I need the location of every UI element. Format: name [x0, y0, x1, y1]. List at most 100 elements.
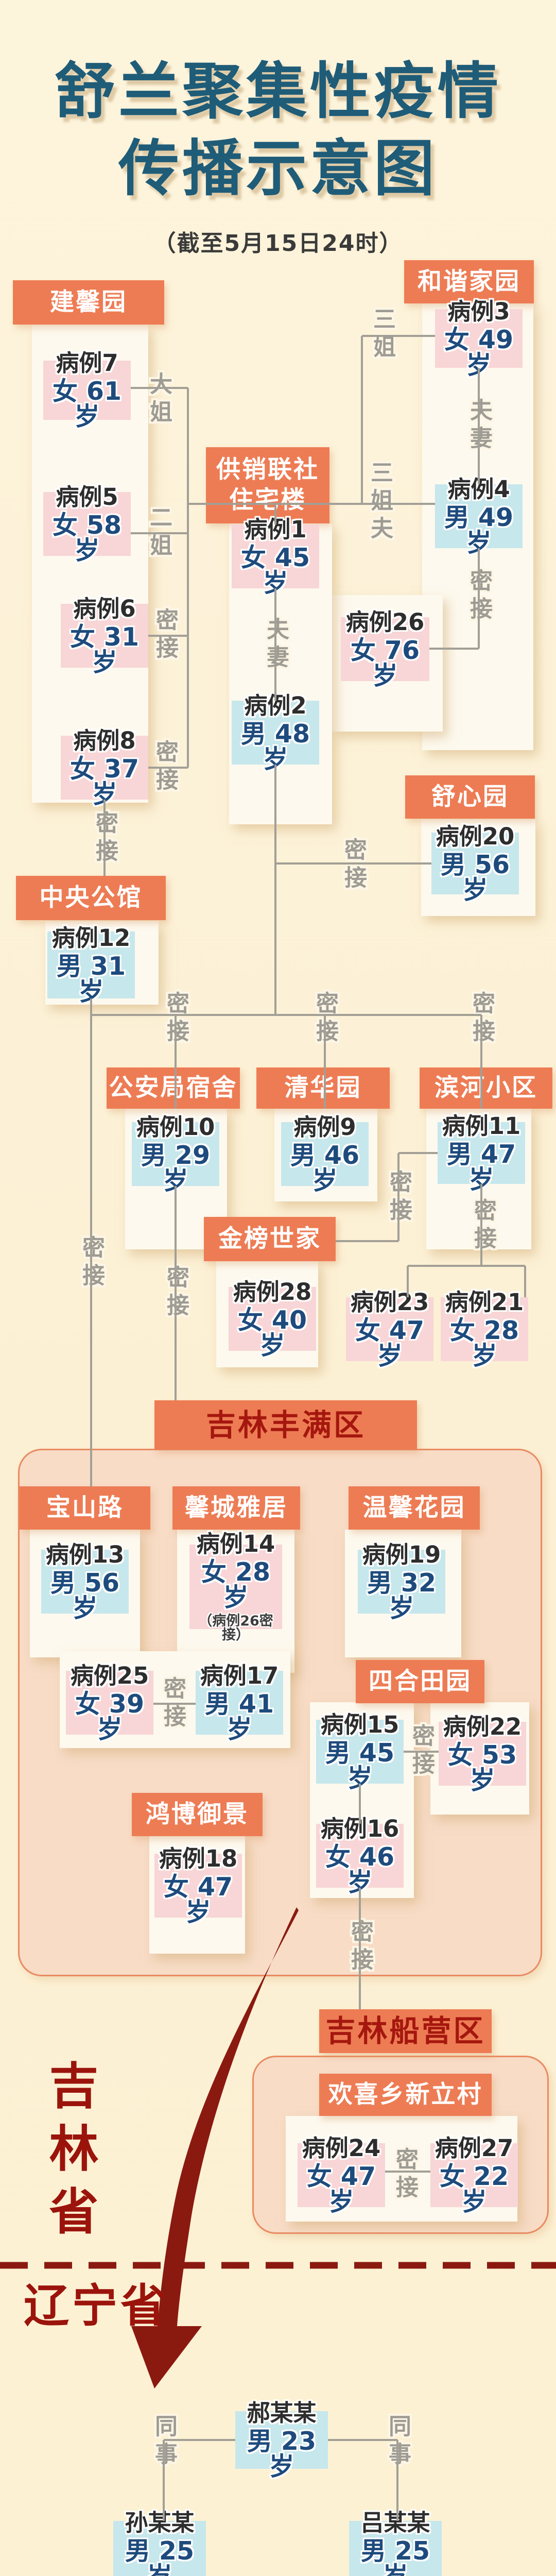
case-label: 病例24 [302, 2134, 381, 2162]
case-label: 郝某某 [247, 2399, 317, 2427]
location-header-baoshanlu: 宝山路 [20, 1486, 150, 1530]
location-header-gongxiao: 供销联社住宅楼 [206, 447, 329, 523]
location-header-text: 馨城雅居 [185, 1493, 288, 1522]
case-info: 女 22岁 [439, 2161, 509, 2216]
relation-label-mijie: 密接 [392, 2147, 418, 2203]
location-header-fengman: 吉林丰满区 [154, 1400, 417, 1450]
case-label: 病例21 [445, 1288, 524, 1316]
location-header-text: 宝山路 [46, 1493, 124, 1522]
case-label: 病例17 [200, 1662, 279, 1689]
relation-label-mijie: 密接 [340, 838, 367, 893]
province-label-liaoning: 辽宁省 [24, 2279, 169, 2332]
location-header-qinghuayuan: 清华园 [256, 1067, 390, 1109]
case-label: 病例11 [442, 1112, 521, 1140]
case-label: 病例25 [70, 1662, 149, 1689]
case-info: 女 28岁 [201, 1557, 271, 1612]
case-label: 病例28 [233, 1278, 312, 1306]
case-info: 男 25岁 [360, 2536, 430, 2576]
case-node-sun: 孙某某男 25岁 [113, 2511, 206, 2576]
connector-lines [90, 335, 526, 2521]
case-label: 吕某某 [360, 2509, 430, 2536]
page-title-line1: 舒兰聚集性疫情 [54, 56, 501, 127]
case-info: 女 40岁 [237, 1305, 307, 1360]
location-header-text: 金榜世家 [218, 1224, 321, 1253]
case-label: 病例22 [443, 1713, 522, 1740]
case-label: 病例8 [73, 726, 136, 754]
case-label: 病例3 [447, 297, 510, 325]
page-title-line2: 传播示意图 [118, 133, 438, 204]
case-info: 女 31岁 [70, 622, 140, 677]
case-label: 病例7 [56, 349, 118, 377]
relation-label-dajie: 大姐 [146, 372, 172, 428]
location-header-text: 鸿博御景 [146, 1800, 249, 1828]
case-label: 病例23 [350, 1288, 429, 1316]
location-header-text: 和谐家园 [418, 267, 520, 296]
case-label: 病例14 [196, 1530, 275, 1557]
case-info: 男 32岁 [367, 1568, 437, 1623]
case-info: 女 49岁 [444, 325, 514, 380]
case-info: 女 61岁 [52, 377, 122, 431]
location-header-text: 四合田园 [369, 1667, 472, 1696]
location-header-hexiejiayuan: 和谐家园 [404, 260, 534, 303]
location-header-text: 吉林船营区 [325, 2013, 485, 2049]
transmission-arrow [131, 1907, 299, 2388]
location-header-text: 住宅楼 [229, 486, 306, 514]
case-label: 病例15 [320, 1710, 399, 1738]
case-info: 女 46岁 [325, 1842, 395, 1897]
case-info: 女 47岁 [306, 2161, 376, 2216]
case-info: 男 31岁 [56, 951, 126, 1006]
location-header-hongbo: 鸿博御景 [132, 1793, 263, 1836]
case-label: 病例19 [362, 1540, 441, 1568]
location-header-zhongyang: 中央公馆 [16, 876, 166, 920]
case-info: 男 25岁 [125, 2536, 195, 2576]
location-header-jinbang: 金榜世家 [204, 1217, 336, 1261]
location-header-binhe: 滨河小区 [420, 1067, 552, 1109]
case-label: 病例26 [345, 608, 425, 636]
location-header-text: 温馨花园 [362, 1493, 466, 1522]
case-info: 男 49岁 [444, 502, 514, 557]
case-info: 女 47岁 [163, 1872, 233, 1927]
case-label: 病例6 [73, 595, 136, 622]
location-header-jianxinyuan: 建馨园 [13, 280, 164, 325]
location-header-shuxinyuan: 舒心园 [405, 775, 535, 819]
case-info: 男 56岁 [50, 1568, 120, 1623]
location-header-text: 吉林丰满区 [205, 1407, 366, 1443]
location-header-text: 中央公馆 [39, 883, 143, 912]
case-label: 病例27 [435, 2134, 514, 2162]
location-header-wenxin: 温馨花园 [349, 1486, 480, 1530]
case-label: 病例18 [159, 1844, 238, 1872]
case-info: 男 41岁 [204, 1689, 274, 1744]
province-label-jilin: 吉林省 [41, 2060, 98, 2248]
relation-label-sanjiefu: 三姐夫 [367, 461, 393, 544]
case-info: 男 45岁 [325, 1738, 395, 1793]
location-header-huanxi: 欢喜乡新立村 [319, 2074, 492, 2116]
case-label: 病例12 [51, 924, 131, 952]
location-header-text: 清华园 [284, 1073, 362, 1102]
case-info: 男 29岁 [141, 1140, 211, 1195]
case-label: 病例20 [436, 822, 515, 850]
case-node-hao: 郝某某男 23岁 [235, 2401, 328, 2479]
case-info: 女 47岁 [355, 1315, 425, 1370]
case-label: 病例9 [293, 1113, 356, 1141]
